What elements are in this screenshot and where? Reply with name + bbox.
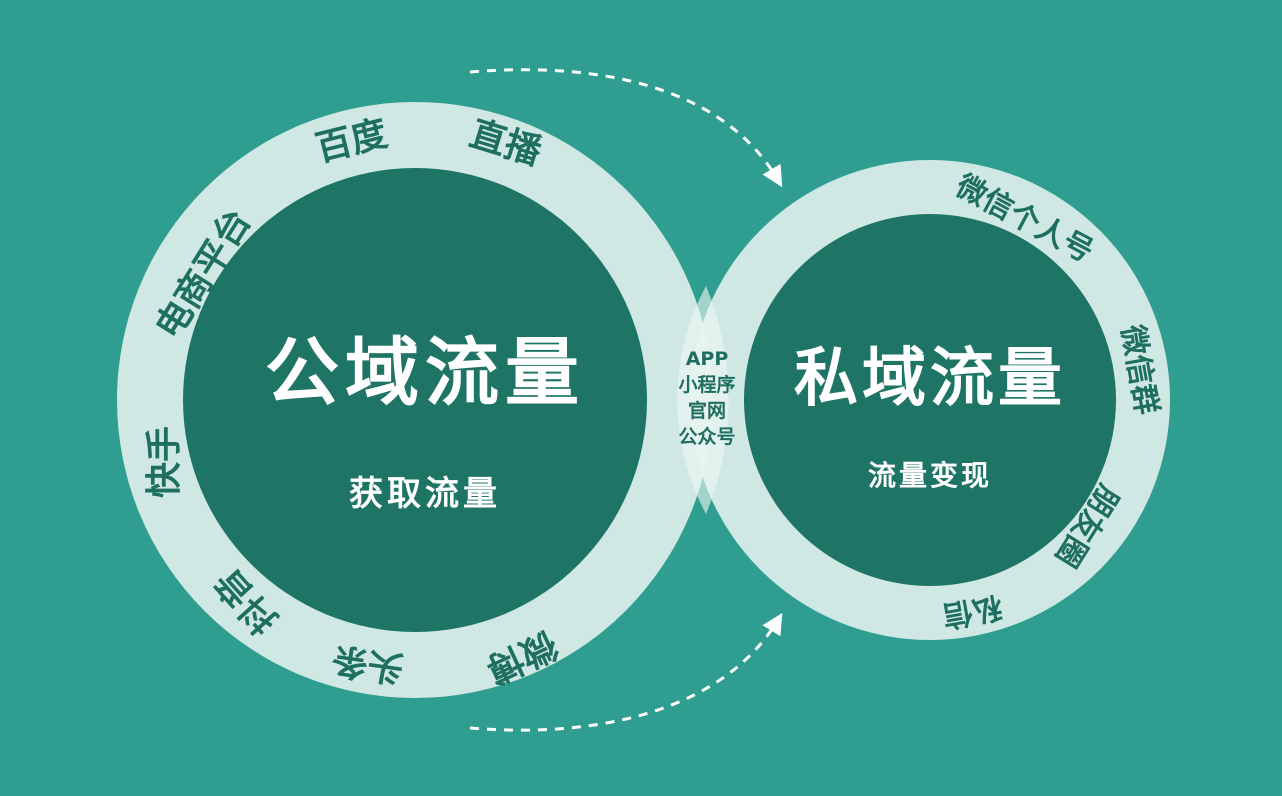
private-domain-title: 私域流量: [794, 342, 1066, 416]
top-arrow: [469, 68, 783, 188]
bottom-arrow: [469, 612, 783, 732]
public-domain-title: 公域流量: [265, 330, 585, 416]
private-domain-circle: [690, 160, 1170, 640]
overlap-item-app: APP: [686, 348, 729, 370]
public-channel-kuaishou: 快手: [144, 426, 185, 498]
public-domain-subtitle: 获取流量: [349, 474, 501, 514]
overlap-item-mini-program: 小程序: [678, 373, 735, 396]
overlap-region: [677, 286, 729, 514]
private-domain-core: [744, 214, 1116, 586]
overlap-item-website: 官网: [688, 399, 726, 422]
private-domain-subtitle: 流量变现: [868, 459, 992, 492]
public-domain-core: [183, 168, 647, 632]
public-channel-toutiao: 头条: [329, 638, 406, 689]
public-domain-circle: [117, 102, 713, 698]
overlap-item-official-account: 公众号: [678, 425, 735, 448]
